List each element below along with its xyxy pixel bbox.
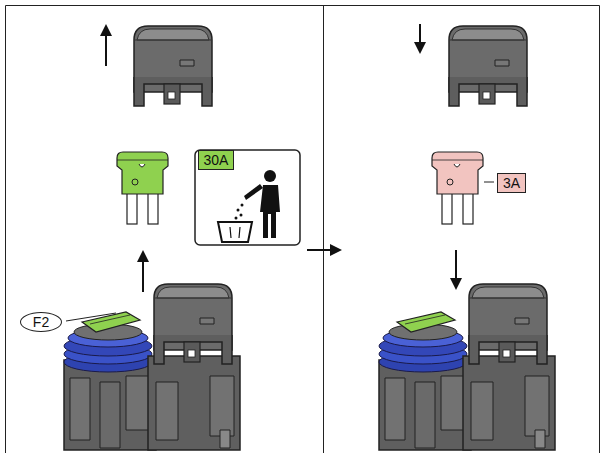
panel-frame [323, 6, 324, 453]
label-text: 3A [502, 175, 521, 191]
right-panel [379, 24, 555, 450]
step-arrow [307, 249, 332, 251]
down-arrow-head [414, 42, 426, 54]
label-text: F2 [32, 314, 50, 330]
rating-label: 3A [497, 173, 526, 193]
panel-frame [6, 6, 600, 453]
discard-icon [235, 217, 238, 220]
discard-icon [241, 204, 244, 207]
fuse-3a [432, 152, 483, 224]
cover [449, 26, 527, 106]
leader-line [484, 182, 494, 183]
step-arrow [307, 244, 342, 256]
discard-icon [244, 184, 263, 200]
step-arrow [330, 244, 342, 256]
fuse-30a [117, 152, 168, 224]
fuse-holder [64, 284, 240, 450]
discard-icon [240, 214, 243, 217]
discard-icon [218, 222, 252, 242]
rating-label: 30A [198, 150, 234, 170]
up-arrow-head [100, 24, 112, 36]
discard-icon [264, 170, 276, 182]
down-arrow [419, 24, 421, 44]
left-panel [64, 24, 300, 450]
discard-icon [237, 209, 240, 212]
down-arrow-head [450, 278, 462, 290]
cover [134, 26, 212, 106]
callout-label: F2 [20, 312, 62, 332]
discard-icon [195, 150, 300, 245]
discard-icon [260, 185, 280, 238]
fuse-holder [379, 284, 555, 450]
panel-frame [6, 6, 600, 453]
up-arrow-head [137, 250, 149, 262]
up-arrow [105, 34, 107, 66]
discard-icon [195, 150, 300, 245]
label-text: 30A [203, 152, 229, 168]
up-arrow [142, 260, 144, 292]
discard-icon [230, 227, 240, 238]
down-arrow [455, 250, 457, 280]
